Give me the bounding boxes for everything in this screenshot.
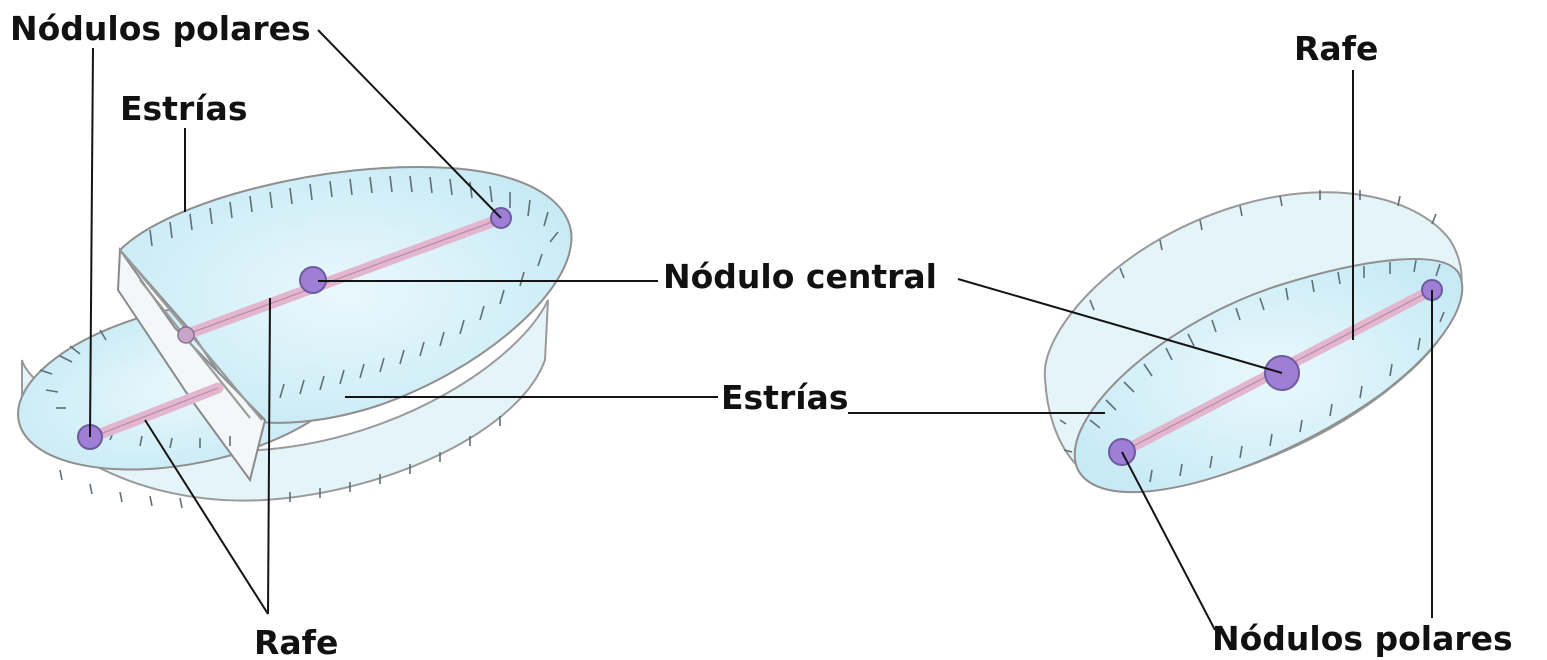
label-rafe-top-right: Rafe bbox=[1294, 29, 1378, 68]
left-raphe-end-nodule bbox=[178, 327, 194, 343]
label-estrias-middle: Estrías bbox=[721, 378, 848, 417]
right-diatom bbox=[1045, 190, 1463, 492]
label-nodulo-central: Nódulo central bbox=[663, 257, 937, 296]
label-nodulos-polares-top: Nódulos polares bbox=[10, 9, 311, 48]
label-estrias-top: Estrías bbox=[120, 89, 247, 128]
left-diatom bbox=[3, 167, 572, 508]
label-rafe-bottom-left: Rafe bbox=[254, 623, 338, 660]
label-nodulos-polares-bottom: Nódulos polares bbox=[1212, 619, 1513, 658]
